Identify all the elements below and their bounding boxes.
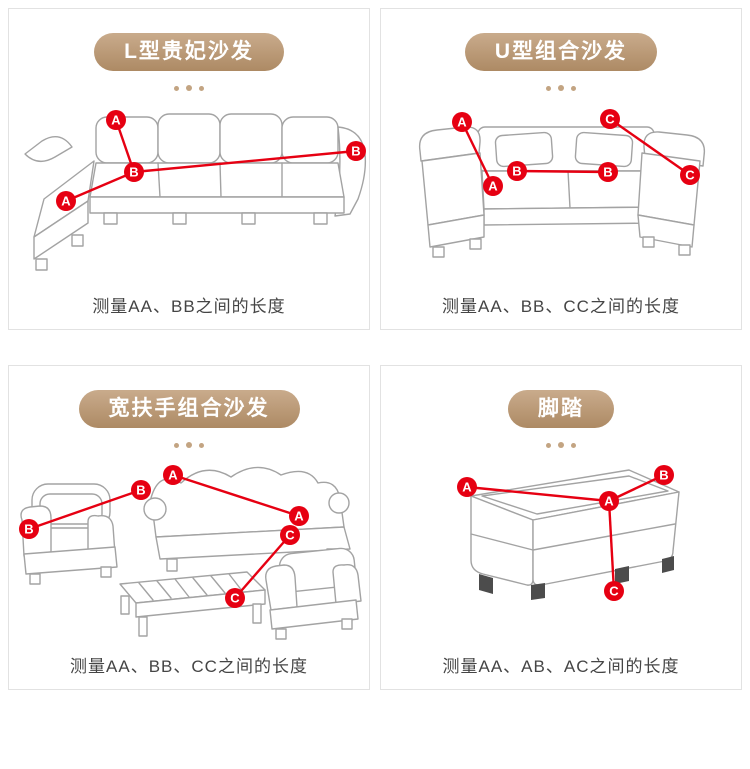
measure-line [516, 169, 609, 174]
measure-point-B [507, 161, 527, 181]
measure-point-C [604, 581, 624, 601]
measure-point-A [452, 112, 472, 132]
measure-point-A [56, 191, 76, 211]
measure-line [65, 170, 135, 203]
dots-decoration [9, 441, 369, 449]
measure-caption: 测量AA、BB、CC之间的长度 [70, 657, 308, 676]
measure-point-label: B [659, 468, 668, 483]
sofa-set-line-art [20, 466, 362, 640]
measure-point-label: C [285, 528, 295, 543]
panel-title: 宽扶手组合沙发 [108, 397, 270, 420]
measure-line [607, 500, 616, 592]
measure-point-A [457, 477, 477, 497]
measure-point-label: B [24, 522, 33, 537]
measure-point-label: A [294, 509, 304, 524]
measure-line [28, 488, 142, 531]
measure-point-label: C [230, 591, 240, 606]
measure-line [608, 473, 665, 503]
l-sofa-illustration: A B A B [24, 110, 367, 271]
panel-u-shape-sofa: U型组合沙发 [380, 8, 742, 330]
measure-line [172, 473, 300, 518]
dots-decoration [9, 84, 369, 92]
measure-point-label: C [605, 112, 615, 127]
measure-point-label: A [61, 194, 71, 209]
measure-point-C [225, 588, 245, 608]
measure-point-label: B [351, 144, 360, 159]
measure-point-label: A [111, 113, 121, 128]
l-sofa-line-art [24, 113, 367, 271]
panel-title-pill: 宽扶手组合沙发 [78, 390, 300, 428]
panel-title-pill: U型组合沙发 [464, 33, 658, 71]
measure-point-label: A [488, 179, 498, 194]
measure-point-A [163, 465, 183, 485]
measure-point-B [19, 519, 39, 539]
measure-caption: 测量AA、BB之间的长度 [92, 297, 286, 316]
measure-point-C [600, 109, 620, 129]
measure-line [466, 485, 610, 503]
measure-overlay: A B A B [56, 110, 366, 211]
measure-overlay: A B A C [457, 465, 674, 601]
panel-title-pill: L型贵妃沙发 [94, 33, 284, 71]
u-sofa-line-art [418, 126, 706, 258]
measure-point-B [124, 162, 144, 182]
illustration-area: A B A C [381, 454, 741, 649]
illustration-area: A B A B [9, 97, 369, 287]
measure-point-label: A [604, 494, 614, 509]
panel-footstool: 脚踏 A B A C 测量AA、AB、AC之间的长度 [380, 365, 742, 690]
measure-point-B [346, 141, 366, 161]
dots-decoration [381, 441, 741, 449]
measure-point-A [289, 506, 309, 526]
measure-overlay: A A B B C C [19, 465, 309, 608]
measure-point-label: B [603, 165, 612, 180]
measurement-guide-grid: L型贵妃沙发 [8, 8, 742, 690]
measure-line [133, 149, 357, 174]
measure-point-label: B [512, 164, 521, 179]
measure-point-label: A [457, 115, 467, 130]
measure-point-label: B [136, 483, 145, 498]
measure-line [460, 121, 495, 187]
measure-point-label: A [462, 480, 472, 495]
measure-point-A [106, 110, 126, 130]
measure-point-B [131, 480, 151, 500]
measure-line [234, 534, 291, 599]
measure-point-B [598, 162, 618, 182]
measure-point-C [680, 165, 700, 185]
panel-title: 脚踏 [538, 397, 584, 420]
measure-caption: 测量AA、AB、AC之间的长度 [442, 657, 680, 676]
panel-l-shape-chaise-sofa: L型贵妃沙发 [8, 8, 370, 330]
ottoman-line-art [470, 469, 680, 600]
measure-point-A [599, 491, 619, 511]
measure-point-A [483, 176, 503, 196]
measure-point-label: C [609, 584, 619, 599]
measure-point-B [654, 465, 674, 485]
panel-title: U型组合沙发 [494, 40, 628, 63]
ottoman-illustration: A B A C [457, 465, 680, 601]
panel-title: L型贵妃沙发 [124, 40, 254, 63]
sofa-set-illustration: A A B B C C [19, 465, 362, 640]
panel-title-pill: 脚踏 [508, 390, 614, 428]
panel-wide-armrest-sofa: 宽扶手组合沙发 [8, 365, 370, 690]
measure-caption: 测量AA、BB、CC之间的长度 [442, 297, 680, 316]
measure-point-label: A [168, 468, 178, 483]
measure-point-C [280, 525, 300, 545]
illustration-area: A A B B C C [9, 454, 369, 649]
measure-line [609, 118, 691, 176]
measure-point-label: B [129, 165, 138, 180]
measure-point-label: C [685, 168, 695, 183]
dots-decoration [381, 84, 741, 92]
